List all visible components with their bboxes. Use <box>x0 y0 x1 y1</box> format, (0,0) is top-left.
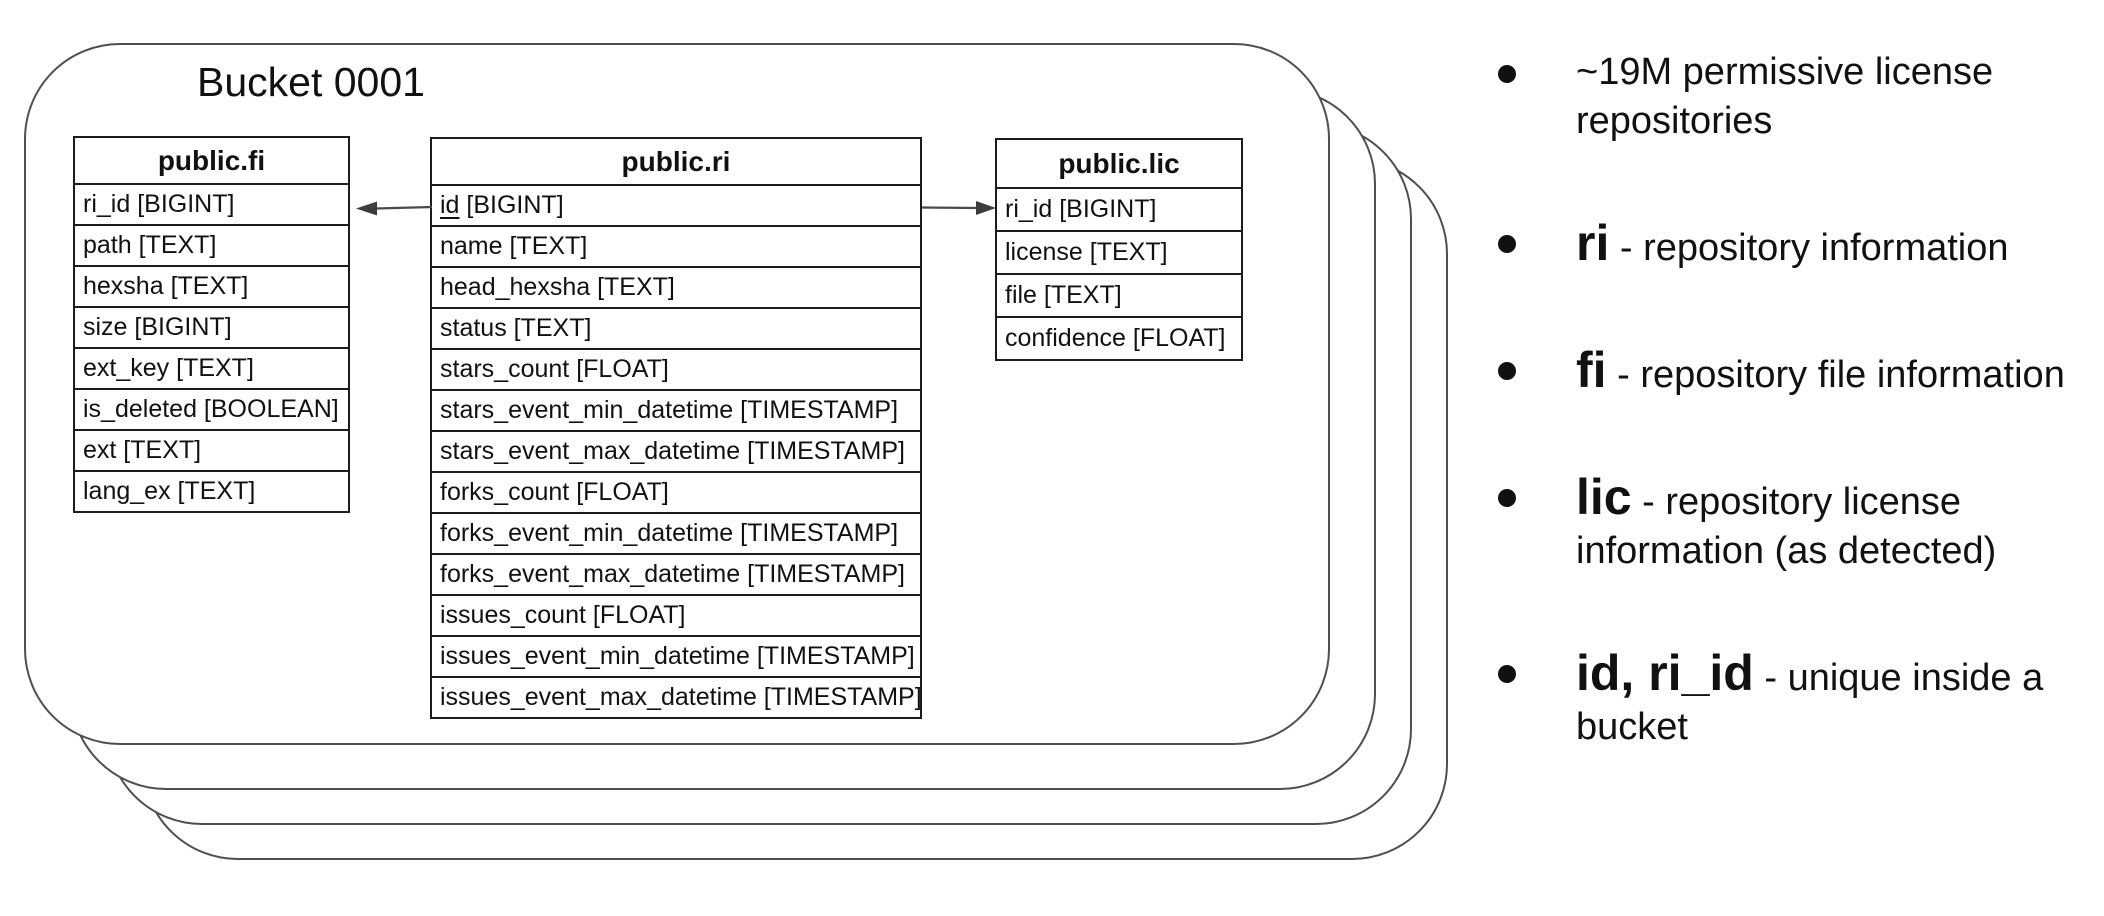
table-row: ri_id [BIGINT] <box>997 187 1241 230</box>
table-row: stars_event_min_datetime [TIMESTAMP] <box>432 389 920 430</box>
column-name: ri_id <box>1005 195 1053 223</box>
column-name: ext_key <box>83 354 170 382</box>
table-row: is_deleted [BOOLEAN] <box>75 388 348 429</box>
column-name: confidence <box>1005 324 1126 352</box>
column-name: stars_event_min_datetime <box>440 396 734 424</box>
table-row: stars_count [FLOAT] <box>432 348 920 389</box>
column-name: stars_event_max_datetime <box>440 437 741 465</box>
column-type: [TEXT] <box>169 354 254 382</box>
column-type: [TEXT] <box>116 436 202 464</box>
column-name: stars_count <box>440 355 570 383</box>
note-item: ri - repository information <box>1488 218 2092 273</box>
column-type: [FLOAT] <box>569 478 669 506</box>
column-name: path <box>83 231 132 259</box>
column-type: [BIGINT] <box>1052 195 1157 223</box>
column-type: [TEXT] <box>502 232 588 260</box>
column-name: lang_ex <box>83 477 171 505</box>
column-name: issues_event_min_datetime <box>440 642 750 670</box>
column-type: [TIMESTAMP] <box>733 396 899 424</box>
column-type: [BIGINT] <box>127 313 232 341</box>
table-row: id [BIGINT] <box>432 184 920 225</box>
note-item: ~19M permissive license repositories <box>1488 48 2092 146</box>
column-type: [TEXT] <box>590 273 675 301</box>
table-row: stars_event_max_datetime [TIMESTAMP] <box>432 430 920 471</box>
note-term: id, ri_id <box>1576 645 1754 701</box>
column-type: [TIMESTAMP] <box>740 560 905 588</box>
column-name: name <box>440 232 503 260</box>
table-row: forks_event_min_datetime [TIMESTAMP] <box>432 512 920 553</box>
column-name: status <box>440 314 507 342</box>
table-row: path [TEXT] <box>75 224 348 265</box>
table-row: license [TEXT] <box>997 230 1241 273</box>
table-row: issues_event_max_datetime [TIMESTAMP] <box>432 676 920 717</box>
column-name: head_hexsha <box>440 273 591 301</box>
column-type: [TEXT] <box>1036 281 1122 309</box>
table-row: ri_id [BIGINT] <box>75 183 348 224</box>
table-row: lang_ex [TEXT] <box>75 470 348 511</box>
table-title: public.lic <box>1058 147 1180 179</box>
column-name: id <box>440 191 460 219</box>
column-name: file <box>1005 281 1037 309</box>
column-type: [TIMESTAMP] <box>756 683 920 711</box>
table-title: public.fi <box>157 144 266 176</box>
table-row: head_hexsha [TEXT] <box>432 266 920 307</box>
column-name: size <box>83 313 128 341</box>
table-row: hexsha [TEXT] <box>75 265 348 306</box>
note-item: fi - repository file information <box>1488 345 2092 400</box>
notes-list: ~19M permissive license repositories ri -… <box>1488 48 2092 752</box>
table-title: public.ri <box>621 145 731 177</box>
column-type: [TEXT] <box>170 477 256 505</box>
table-row: forks_event_max_datetime [TIMESTAMP] <box>432 553 920 594</box>
table-row: file [TEXT] <box>997 273 1241 316</box>
column-type: [BIGINT] <box>459 191 564 219</box>
column-type: [FLOAT] <box>569 355 669 383</box>
column-type: [FLOAT] <box>1125 324 1226 352</box>
table-row: name [TEXT] <box>432 225 920 266</box>
column-type: [TEXT] <box>506 314 592 342</box>
bucket-title: Bucket 0001 <box>197 59 425 105</box>
table-row: forks_count [FLOAT] <box>432 471 920 512</box>
column-type: [TIMESTAMP] <box>740 437 905 465</box>
column-type: [BOOLEAN] <box>196 395 339 423</box>
column-name: is_deleted <box>83 395 197 423</box>
column-type: [BIGINT] <box>130 190 235 218</box>
column-type: [TIMESTAMP] <box>749 642 915 670</box>
table-row: confidence [FLOAT] <box>997 316 1241 359</box>
table-row: issues_event_min_datetime [TIMESTAMP] <box>432 635 920 676</box>
column-name: ri_id <box>83 190 131 218</box>
column-name: hexsha <box>83 272 164 300</box>
column-name: forks_event_max_datetime <box>440 560 741 588</box>
table-row: ext_key [TEXT] <box>75 347 348 388</box>
note-term: lic <box>1576 469 1632 525</box>
table-row: ext [TEXT] <box>75 429 348 470</box>
column-name: ext <box>83 436 117 464</box>
column-type: [TEXT] <box>1082 238 1168 266</box>
column-name: issues_count <box>440 601 586 629</box>
table-row: status [TEXT] <box>432 307 920 348</box>
table-row: issues_count [FLOAT] <box>432 594 920 635</box>
column-type: [TEXT] <box>163 272 249 300</box>
column-name: license <box>1005 238 1083 266</box>
column-name: issues_event_max_datetime <box>440 683 757 711</box>
column-type: [TEXT] <box>131 231 217 259</box>
note-term: fi <box>1576 342 1607 398</box>
note-term: ri <box>1576 215 1610 271</box>
column-name: forks_count <box>440 478 570 506</box>
table-row: size [BIGINT] <box>75 306 348 347</box>
column-type: [TIMESTAMP] <box>733 519 899 547</box>
note-item: lic - repository license information (as… <box>1488 472 2092 576</box>
column-type: [FLOAT] <box>585 601 686 629</box>
note-item: id, ri_id - unique inside a bucket <box>1488 648 2092 752</box>
column-name: forks_event_min_datetime <box>440 519 734 547</box>
